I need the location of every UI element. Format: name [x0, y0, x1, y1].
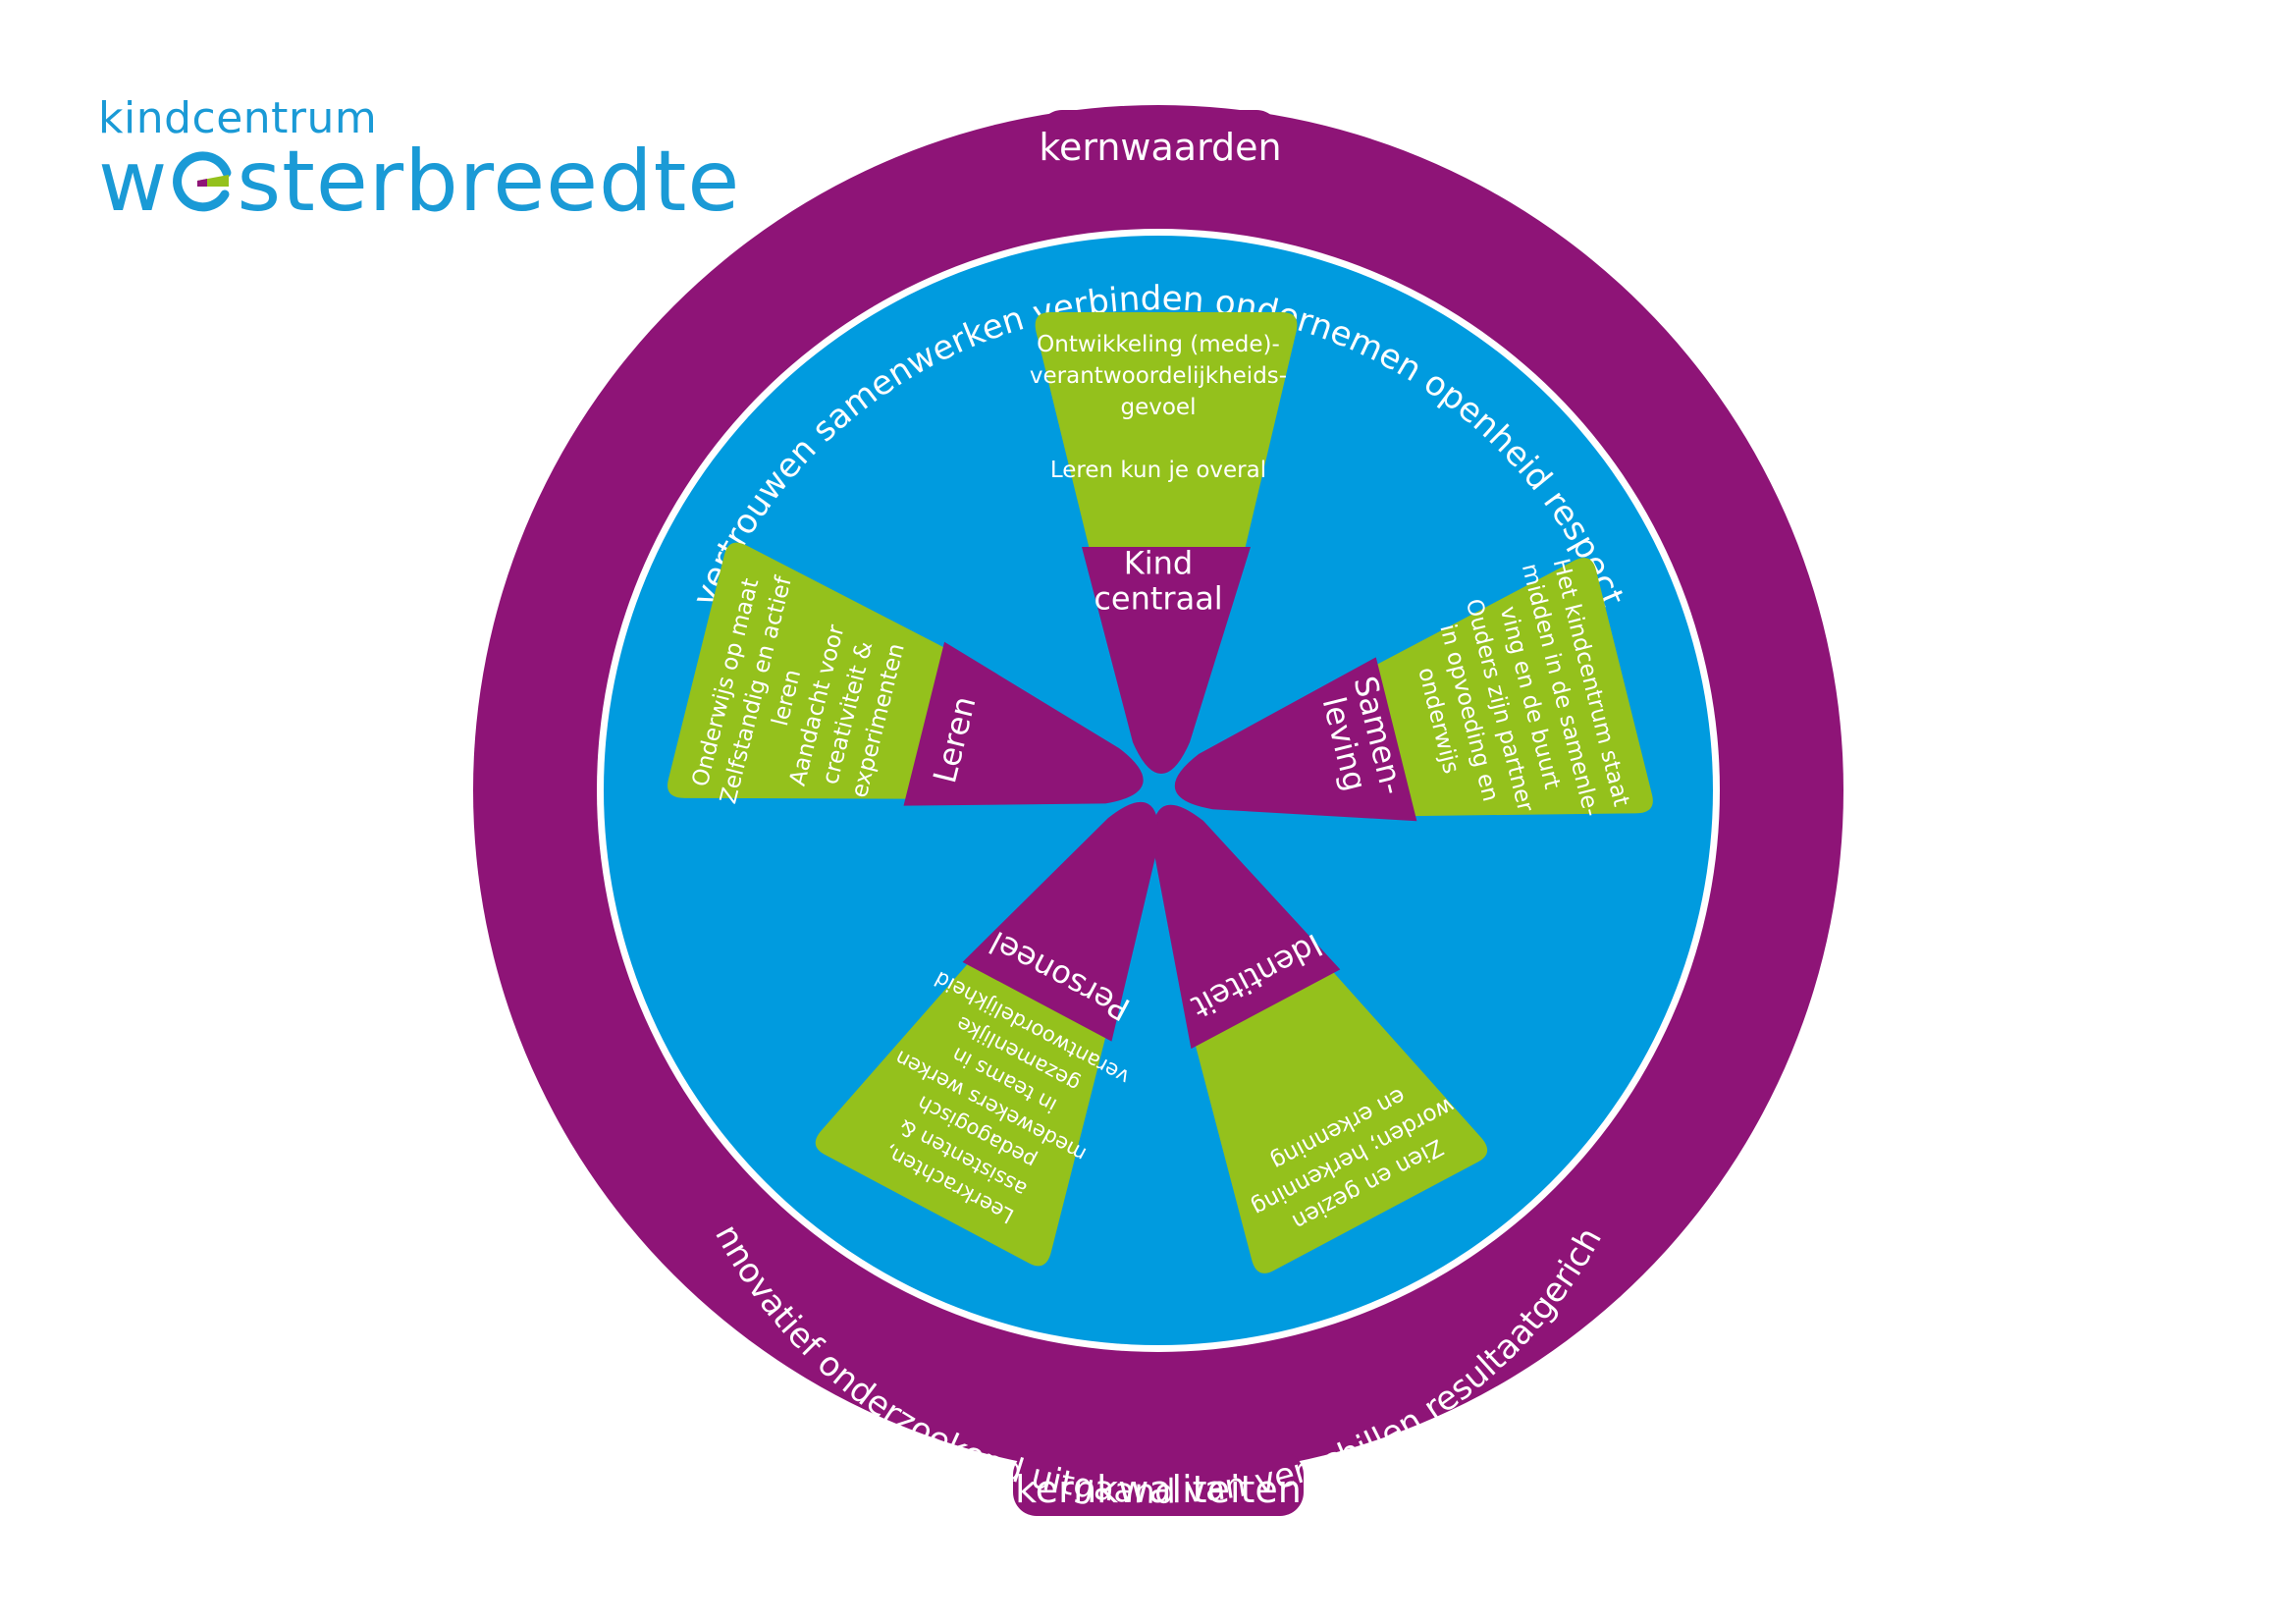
segment-leren-outer [667, 542, 946, 799]
bottom-badge [1013, 1451, 1304, 1516]
segment-kind-centraal-text: verantwoordelijkheids- [1030, 363, 1287, 389]
logo-title-rest: sterbreedte [237, 133, 741, 231]
segment-kind-centraal-title: centraal [1094, 579, 1222, 617]
segment-samenleving-inner [1174, 657, 1417, 822]
logo: kindcentrum w sterbreedte [98, 93, 739, 231]
segment-kind-centraal-inner [1082, 547, 1251, 774]
segment-kind-centraal-title: Kind [1124, 544, 1193, 581]
segment-kind-centraal-text: Ontwikkeling (mede)- [1037, 332, 1280, 357]
segment-identiteit-outer [1195, 970, 1488, 1273]
logo-title-w: w [98, 133, 169, 231]
segment-personeel-outer [815, 962, 1106, 1267]
segment-personeel-inner [962, 801, 1159, 1042]
segment-kind-centraal-text: gevoel [1121, 395, 1197, 420]
bottom-badge-label: kernkwaliteiten [1015, 1468, 1302, 1511]
top-badge [1039, 110, 1280, 173]
logo-e-mark-icon [168, 133, 237, 231]
segment-identiteit-inner [1152, 804, 1341, 1050]
segment-kind-centraal-outer [1035, 312, 1298, 550]
top-badge-label: kernwaarden [1039, 126, 1281, 169]
logo-title: w sterbreedte [98, 133, 740, 231]
segment-leren-inner [903, 641, 1144, 806]
logo-subtitle: kindcentrum [98, 93, 378, 143]
segment-kind-centraal-text: Leren kun je overal [1050, 458, 1266, 483]
segment-samenleving-outer [1374, 558, 1653, 817]
